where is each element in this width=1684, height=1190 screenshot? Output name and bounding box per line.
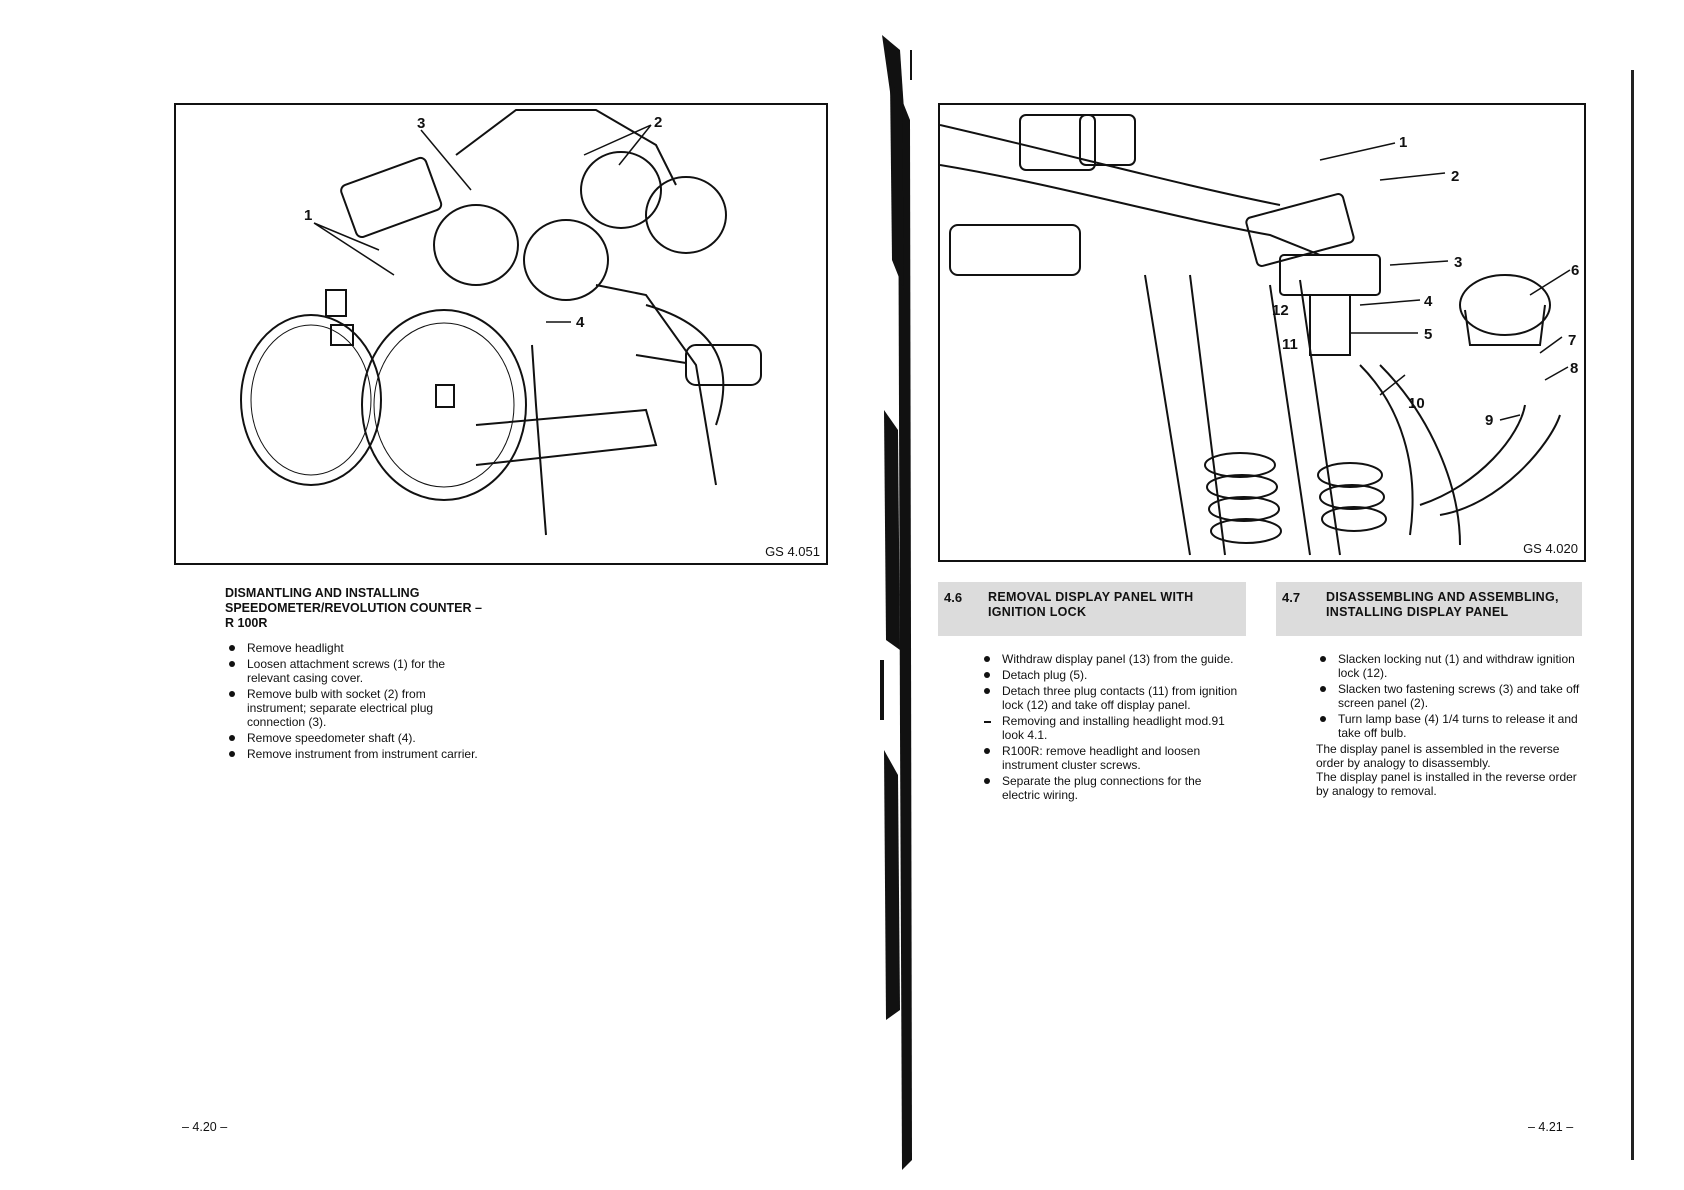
- step-list-4-6: Withdraw display panel (13) from the gui…: [980, 652, 1242, 804]
- page-edge-mark: [1631, 70, 1634, 1160]
- list-item: Loosen attachment screws (1) for the rel…: [225, 657, 487, 685]
- figure-instrument-cluster: 1 2 3 4 GS 4.051: [174, 103, 828, 565]
- figure-callout: 3: [417, 115, 425, 132]
- figure-callout: 1: [1399, 134, 1407, 151]
- figure-callout: 8: [1570, 360, 1578, 377]
- section-title: DISASSEMBLING AND ASSEMBLING, INSTALLING…: [1326, 590, 1559, 619]
- section-header-4-6: 4.6 REMOVAL DISPLAY PANEL WITH IGNITION …: [938, 582, 1246, 636]
- figure-callout: 7: [1568, 332, 1576, 349]
- section-number: 4.6: [944, 590, 963, 605]
- figure-callout: 5: [1424, 326, 1432, 343]
- list-item: Separate the plug connections for the el…: [980, 774, 1242, 802]
- figure-callout: 2: [1451, 168, 1459, 185]
- display-panel-drawing: 1 2 3 4 5 6 7 8 9 10 11 12: [940, 114, 1579, 556]
- figure-callout: 6: [1571, 262, 1579, 279]
- installation-note: The display panel is installed in the re…: [1316, 770, 1577, 798]
- figure-reference: GS 4.020: [1523, 541, 1578, 556]
- figure-callout: 1: [304, 207, 312, 224]
- section-heading: DISMANTLING AND INSTALLING SPEEDOMETER/R…: [225, 586, 482, 630]
- list-item: Detach plug (5).: [980, 668, 1242, 682]
- figure-callout: 12: [1272, 302, 1289, 319]
- figure-display-panel: 1 2 3 4 5 6 7 8 9 10 11 12 GS 4.020: [938, 103, 1586, 562]
- step-list: Remove headlight Loosen attachment screw…: [225, 641, 487, 761]
- section-title: REMOVAL DISPLAY PANEL WITH IGNITION LOCK: [988, 590, 1194, 619]
- figure-callout: 4: [576, 314, 585, 331]
- figure-reference: GS 4.051: [765, 544, 820, 559]
- left-text-block: DISMANTLING AND INSTALLING SPEEDOMETER/R…: [225, 586, 487, 763]
- step-list-4-7: Slacken locking nut (1) and withdraw ign…: [1316, 652, 1580, 740]
- page-number: – 4.21 –: [1528, 1120, 1574, 1134]
- figure-callout: 3: [1454, 254, 1462, 271]
- list-item: Remove bulb with socket (2) from instrum…: [225, 687, 487, 729]
- list-item: Slacken locking nut (1) and withdraw ign…: [1316, 652, 1580, 680]
- figure-callout: 4: [1424, 293, 1433, 310]
- list-item: Detach three plug contacts (11) from ign…: [980, 684, 1242, 712]
- page-number: – 4.20 –: [182, 1120, 228, 1134]
- list-item: R100R: remove headlight and loosen instr…: [980, 744, 1242, 772]
- list-item: Remove headlight: [225, 641, 487, 655]
- figure-callout: 11: [1282, 336, 1298, 353]
- section-number: 4.7: [1282, 590, 1301, 605]
- gutter-scan-marks: [880, 35, 912, 1170]
- text-block-4-7: Slacken locking nut (1) and withdraw ign…: [1316, 652, 1580, 798]
- list-item: Remove speedometer shaft (4).: [225, 731, 487, 745]
- assembly-note: The display panel is assembled in the re…: [1316, 742, 1560, 770]
- section-header-4-7: 4.7 DISASSEMBLING AND ASSEMBLING, INSTAL…: [1276, 582, 1582, 636]
- figure-callout: 2: [654, 114, 662, 131]
- figure-callout: 10: [1408, 395, 1425, 412]
- list-item: Slacken two fastening screws (3) and tak…: [1316, 682, 1580, 710]
- list-item: Removing and installing headlight mod.91…: [980, 714, 1242, 742]
- list-item: Withdraw display panel (13) from the gui…: [980, 652, 1242, 666]
- list-item: Remove instrument from instrument carrie…: [225, 747, 487, 761]
- list-item: Turn lamp base (4) 1/4 turns to release …: [1316, 712, 1580, 740]
- figure-callout: 9: [1485, 412, 1493, 429]
- instrument-cluster-drawing: 1 2 3 4: [240, 109, 762, 536]
